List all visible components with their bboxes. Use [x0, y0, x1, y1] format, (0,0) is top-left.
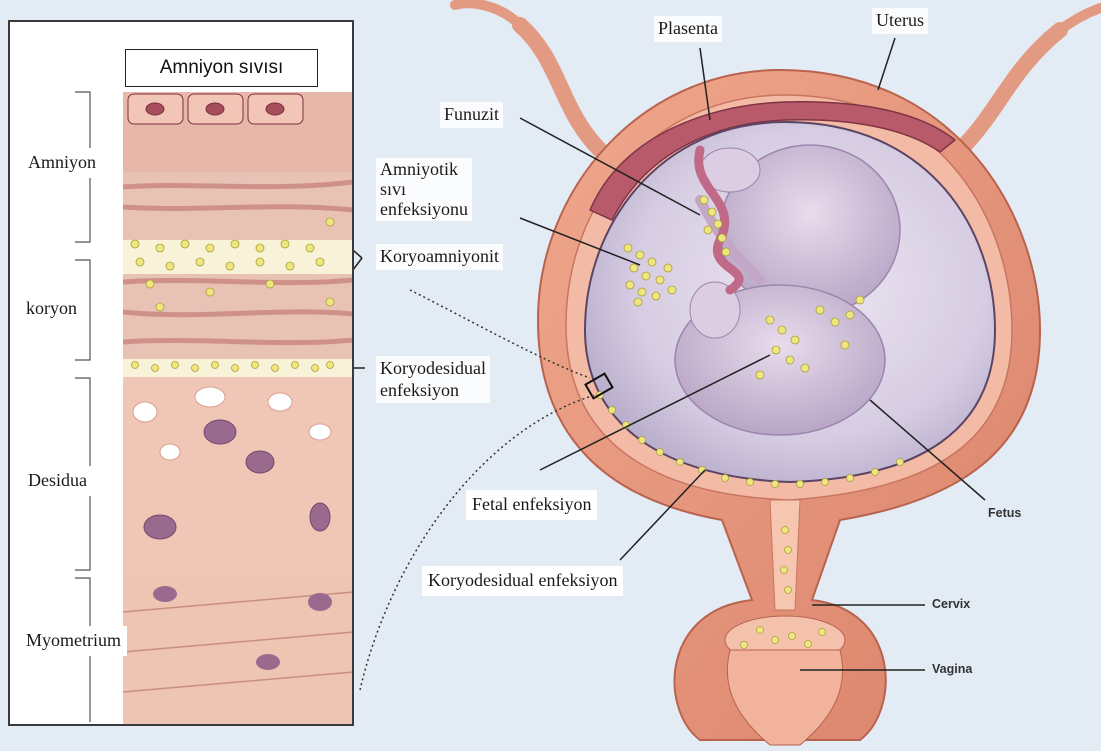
label-myometrium: Myometrium — [20, 626, 127, 656]
label-amniyotik-line1: Amniyotik — [380, 160, 468, 180]
label-amniyotik-line3: enfeksiyonu — [380, 200, 468, 220]
histology-tissue — [10, 22, 352, 724]
label-koryodesidual-bottom: Koryodesidual enfeksiyon — [422, 566, 623, 596]
label-koryodesidual-line2: enfeksiyon — [380, 380, 486, 402]
label-desidua: Desidua — [22, 466, 93, 496]
label-vagina: Vagina — [932, 662, 972, 677]
label-koryoamniyonit: Koryoamniyonit — [376, 244, 503, 270]
label-koryodesidual-line1: Koryodesidual — [380, 358, 486, 380]
label-plasenta: Plasenta — [654, 16, 722, 42]
label-amniyon: Amniyon — [22, 148, 102, 178]
label-funuzit: Funuzit — [440, 102, 503, 128]
label-amniyotik-line2: sıvı — [380, 180, 468, 200]
panel-title: Amniyon sıvısı — [125, 49, 318, 87]
label-amniyotik-sivi: Amniyotik sıvı enfeksiyonu — [376, 158, 472, 221]
label-uterus: Uterus — [872, 8, 928, 34]
label-koryodesidual: Koryodesidual enfeksiyon — [376, 356, 490, 403]
zoom-line-bottom — [360, 395, 595, 690]
histology-panel: Amniyon sıvısı Amniyon koryon Desidua My… — [8, 20, 354, 726]
label-koryon: koryon — [20, 294, 83, 324]
label-fetal-enfeksiyon: Fetal enfeksiyon — [466, 490, 597, 520]
label-fetus: Fetus — [988, 506, 1021, 521]
label-cervix: Cervix — [932, 597, 970, 612]
